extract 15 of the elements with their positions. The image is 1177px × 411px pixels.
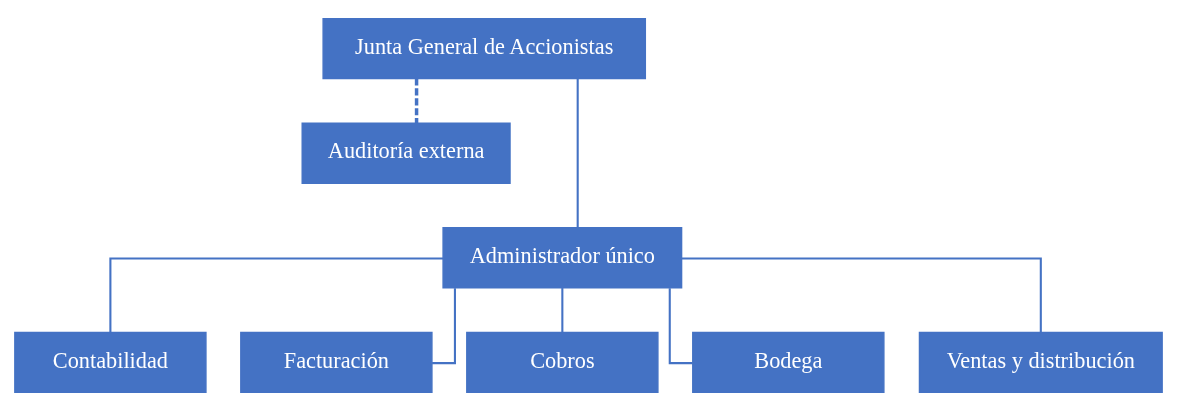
connector [561, 288, 564, 333]
node-box: Auditoría externa [301, 122, 511, 184]
node-box: Bodega [692, 331, 885, 394]
connector [414, 78, 419, 123]
connector [576, 79, 579, 228]
connector [681, 257, 1042, 333]
connector [109, 257, 443, 333]
node-box: Cobros [466, 331, 659, 394]
node-box: Administrador único [442, 227, 683, 289]
node-box: Facturación [240, 331, 433, 394]
node-box: Ventas y distribución [918, 331, 1163, 394]
node-box: Contabilidad [14, 331, 207, 394]
connector [668, 288, 693, 365]
node-box: Junta General de Accionistas [322, 17, 647, 80]
connector [432, 288, 456, 365]
